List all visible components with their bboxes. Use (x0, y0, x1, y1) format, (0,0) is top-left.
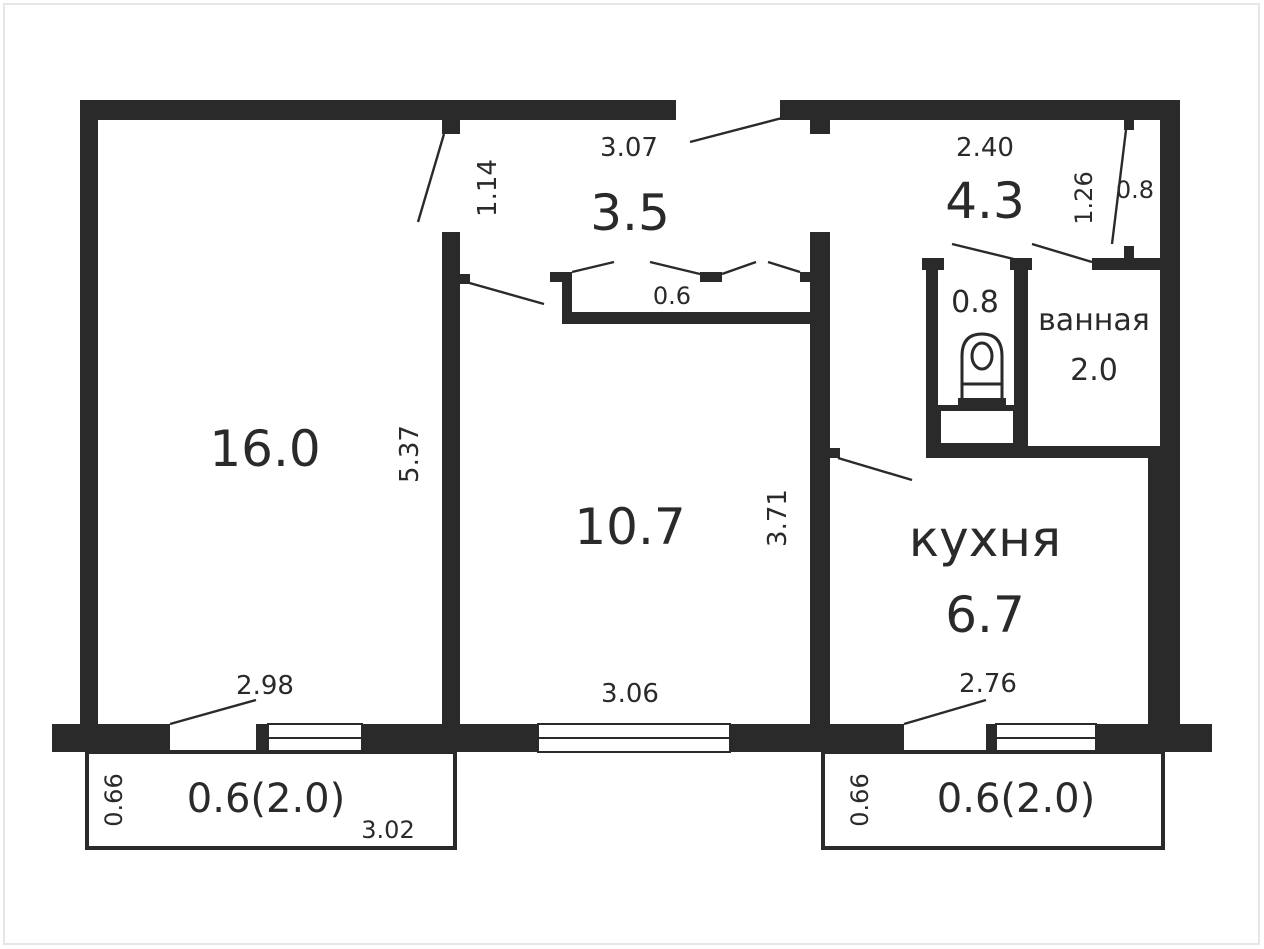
wall-top-left (80, 100, 676, 120)
door-closet-1 (571, 260, 615, 274)
door-closet-4 (767, 260, 801, 274)
closet-jamb-right (800, 272, 812, 282)
dim-hall-depth: 1.14 (473, 159, 503, 217)
bath-door-jamb-bottom (1124, 246, 1134, 258)
closet-jamb-mid (700, 272, 722, 282)
toilet-icon (958, 332, 1006, 406)
balcony-door-left (170, 724, 256, 752)
balcony-left-area: 0.6(2.0) (187, 776, 345, 822)
door-balcony-right (903, 698, 987, 726)
page-frame (3, 3, 1260, 945)
door-closet-2 (649, 260, 701, 276)
door-room2 (465, 280, 545, 306)
door-balcony-left (169, 698, 257, 726)
door-closet-3 (721, 260, 757, 276)
kitchen-door-jamb (830, 448, 840, 458)
dim-corridor-width: 2.40 (956, 133, 1014, 163)
dim-bath-door-width: 0.8 (1116, 176, 1154, 204)
hall-area: 3.5 (590, 184, 670, 242)
corridor-area: 4.3 (945, 172, 1025, 230)
closet-jamb-left (550, 272, 572, 282)
wall-right-lower (1148, 452, 1180, 728)
door-room1 (416, 133, 446, 223)
dim-balcony-right-depth: 0.66 (846, 773, 874, 826)
dim-closet-width: 0.6 (653, 282, 691, 310)
door-kitchen (837, 456, 913, 482)
room2-area: 10.7 (574, 498, 685, 556)
dim-room2-width: 3.06 (601, 679, 659, 709)
room2-door-jamb (460, 274, 470, 284)
dim-bath-door-height: 1.26 (1070, 171, 1098, 224)
dim-room1-depth: 5.37 (395, 425, 425, 483)
wc-area: 0.8 (951, 285, 999, 320)
dim-balcony-left-depth: 0.66 (100, 773, 128, 826)
dim-room1-width: 2.98 (236, 671, 294, 701)
room1-area: 16.0 (209, 420, 320, 478)
balcony-door-right (904, 724, 986, 752)
door-entrance (689, 116, 783, 144)
wall-left (80, 100, 98, 728)
closet-left-wall (562, 272, 572, 322)
dim-hall-width: 3.07 (600, 133, 658, 163)
closet-bottom-wall (562, 312, 812, 324)
door-wc (951, 242, 1027, 264)
dim-balcony-left-width: 3.02 (361, 816, 414, 844)
door-jamb-left (256, 724, 268, 752)
door-bath (1031, 242, 1093, 264)
bathroom-name: ванная (1038, 303, 1150, 338)
kitchen-area: 6.7 (945, 586, 1025, 644)
wall-right-upper (1160, 100, 1180, 468)
bathroom-area: 2.0 (1070, 353, 1118, 388)
balcony-right-area: 0.6(2.0) (937, 776, 1095, 822)
bath-door-jamb-top (1124, 118, 1134, 130)
dim-room2-depth: 3.71 (763, 489, 793, 547)
wall-entry-jamb (810, 118, 830, 134)
bath-top-wall (1092, 258, 1164, 270)
wall-room1-room2 (442, 232, 460, 728)
door-bath-side (1110, 129, 1128, 245)
wall-top-right (780, 100, 1180, 120)
balcony-left (85, 750, 457, 850)
wall-room1-door-jamb (442, 118, 460, 134)
wc-shelf (935, 405, 1019, 449)
wall-room2-kitchen (810, 232, 830, 728)
door-jamb-right (986, 724, 996, 752)
dim-kitchen-width: 2.76 (959, 669, 1017, 699)
kitchen-name: кухня (909, 510, 1061, 568)
wc-top-jamb-left (922, 258, 944, 270)
wc-top-jamb-right (1010, 258, 1032, 270)
balcony-right (821, 750, 1165, 850)
